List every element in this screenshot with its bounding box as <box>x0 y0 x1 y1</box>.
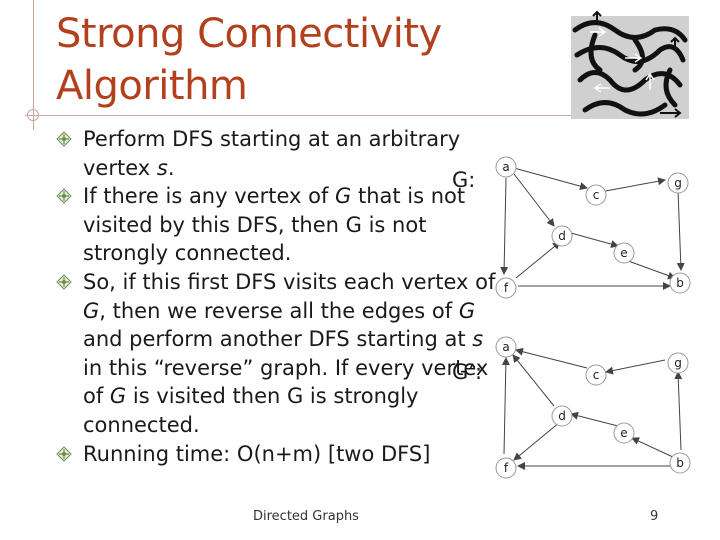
vertex-label: e <box>620 426 627 440</box>
bullet-text: and perform another DFS starting at <box>83 327 473 352</box>
vertex-label: b <box>676 456 684 470</box>
bullet-item: If there is any vertex of G that is not … <box>56 182 496 268</box>
vertex-g: g <box>667 352 689 374</box>
graph-G: a c g d e f b <box>495 156 691 299</box>
decorative-horizontal-rule <box>25 115 585 116</box>
vertex-label: c <box>593 368 600 382</box>
vertex-g: g <box>667 172 689 194</box>
graph-label-G: G: <box>452 168 476 192</box>
vertex-e: e <box>613 422 635 444</box>
vertex-b: b <box>669 452 691 474</box>
bullet-text: in this “reverse” graph. If every vertex… <box>83 355 489 409</box>
vertex-a: a <box>495 156 517 178</box>
bullet-text: is visited then G is strongly connected. <box>83 384 419 437</box>
bullet-item: Perform DFS starting at an arbitrary ver… <box>56 125 496 182</box>
vertex-label: f <box>504 461 509 475</box>
vertex-a: a <box>495 336 517 358</box>
var-s: s <box>156 155 168 180</box>
vertex-label: a <box>502 340 509 354</box>
bullet-text-end: . <box>167 155 175 180</box>
vertex-label: g <box>674 356 682 370</box>
vertex-d: d <box>551 225 573 247</box>
vertex-label: d <box>558 409 566 423</box>
vertex-b: b <box>669 272 691 294</box>
decorative-rule-circle <box>27 109 39 121</box>
var-G: G <box>458 298 476 323</box>
bullet-text: that is not visited by this DFS, then G … <box>83 184 466 266</box>
bullet-item: So, if this first DFS visits each vertex… <box>56 268 496 440</box>
vertex-label: e <box>620 246 627 260</box>
vertex-label: a <box>502 160 509 174</box>
bullet-diamond-icon <box>56 188 72 204</box>
vertex-f: f <box>495 457 517 479</box>
vertex-f: f <box>495 277 517 299</box>
vertex-c: c <box>585 184 607 206</box>
page-number: 9 <box>650 509 659 524</box>
slide-title-line1: Strong Connectivity <box>56 11 442 57</box>
var-G: G <box>83 298 100 323</box>
vertex-d: d <box>551 405 573 427</box>
graph-label-G-prime: G’: <box>452 360 483 384</box>
vertex-e: e <box>613 242 635 264</box>
bullet-text: , then we reverse all the edges of <box>99 298 459 323</box>
vertex-label: g <box>674 176 682 190</box>
bullet-text: So, if this first DFS visits each vertex… <box>83 269 496 294</box>
slide-title: Strong Connectivity Algorithm <box>56 8 442 112</box>
vertex-label: d <box>558 229 566 243</box>
bullet-text: Running time: O(n+m) [two DFS] <box>83 441 431 466</box>
bullet-diamond-icon <box>56 131 72 147</box>
bullet-text: Perform DFS starting at an arbitrary ver… <box>83 127 461 180</box>
var-s: s <box>472 327 484 352</box>
bullet-list: Perform DFS starting at an arbitrary ver… <box>56 125 496 468</box>
vertex-c: c <box>585 364 607 386</box>
footer-title: Directed Graphs <box>253 509 359 524</box>
var-G: G <box>335 184 352 209</box>
bullet-item: Running time: O(n+m) [two DFS] <box>56 440 496 469</box>
bullet-diamond-icon <box>56 445 72 462</box>
vertex-label: c <box>593 188 600 202</box>
graph-G-prime: a c g d e f b <box>495 336 691 479</box>
bullet-diamond-icon <box>56 274 72 290</box>
maze-icon <box>571 10 689 119</box>
decorative-vertical-rule <box>33 0 34 130</box>
vertex-label: f <box>504 281 509 295</box>
var-G: G <box>109 384 127 409</box>
slide-title-line2: Algorithm <box>56 63 248 109</box>
bullet-text: If there is any vertex of <box>83 184 336 209</box>
vertex-label: b <box>676 276 684 290</box>
